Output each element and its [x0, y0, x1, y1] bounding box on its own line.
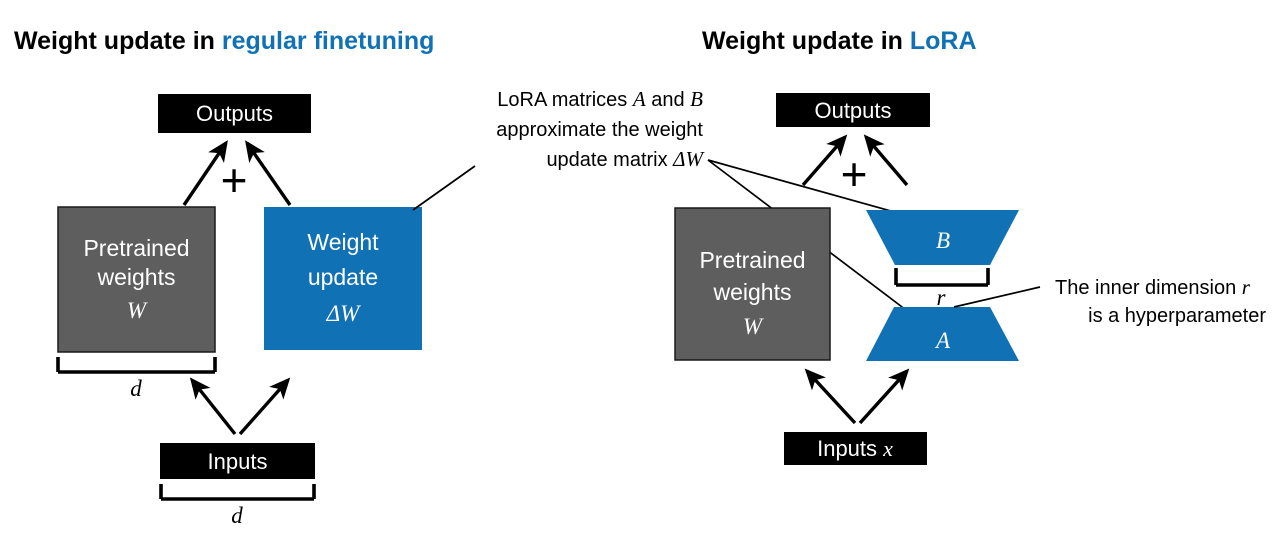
left-pretrained-weights-node: Pretrained weights W [57, 206, 216, 353]
inner-dimension-label: r [937, 285, 947, 310]
left-outputs-node: Outputs [158, 94, 311, 133]
right-title-prefix: Weight update in [702, 27, 910, 55]
right-annotation-line2: is a hyperparameter [1088, 305, 1266, 327]
center-anno-l1a: LoRA matrices [497, 89, 633, 111]
left-plus-sign: + [221, 154, 248, 206]
left-top-dimension-label: d [130, 376, 142, 401]
matrix-b-node: B [866, 210, 1019, 265]
right-pretrained-line2: weights [713, 279, 792, 305]
right-pretrained-weights-box [674, 207, 831, 361]
right-inputs-label: Inputs x [817, 436, 893, 461]
leader-line-to-matrix-b [707, 159, 899, 214]
right-anno-l1a: The inner dimension [1055, 277, 1242, 299]
right-arrow-pretrained-to-outputs [801, 134, 848, 187]
left-weight-update-box [264, 207, 422, 350]
left-update-line2: update [308, 264, 378, 290]
matrix-b-label: B [936, 228, 950, 253]
right-inputs-node: Inputs x [784, 432, 927, 465]
right-inputs-box [784, 432, 927, 465]
left-pretrained-symbol: W [127, 298, 148, 323]
right-pretrained-line1: Pretrained [699, 247, 805, 273]
center-anno-l1c: and [646, 89, 690, 111]
right-panel-title: Weight update in LoRA [702, 27, 977, 55]
left-outputs-label: Outputs [196, 101, 273, 126]
right-inputs-label-symbol: x [882, 436, 893, 461]
matrix-a-node: A [866, 307, 1019, 361]
left-update-symbol: ΔW [326, 301, 361, 326]
right-anno-l1b: r [1242, 275, 1251, 299]
leader-line-to-weight-update [412, 165, 476, 211]
left-inputs-node: Inputs [160, 443, 315, 479]
right-outputs-box [776, 93, 930, 127]
left-bottom-dimension-bracket: d [159, 484, 316, 528]
left-pretrained-line2: weights [97, 264, 176, 290]
left-title-prefix: Weight update in [14, 27, 222, 55]
right-pretrained-symbol: W [743, 314, 764, 339]
center-anno-l3b: ΔW [672, 147, 705, 171]
right-arrow-inputs-to-matrix-a [858, 368, 910, 425]
right-annotation-line1: The inner dimension r [1055, 275, 1251, 299]
center-annotation-line3: update matrix ΔW [546, 147, 705, 171]
left-bottom-dimension-label: d [231, 503, 243, 528]
center-anno-l1b: A [631, 87, 646, 111]
right-pretrained-weights-node: Pretrained weights W [674, 207, 831, 361]
left-inputs-label: Inputs [208, 449, 268, 474]
left-arrow-inputs-to-pretrained [189, 377, 237, 436]
inner-dimension-bracket: r [894, 268, 990, 310]
center-annotation-line1: LoRA matrices A and B [497, 87, 703, 111]
left-inputs-box [160, 443, 315, 479]
center-anno-l1d: B [690, 87, 703, 111]
left-pretrained-weights-box [57, 206, 216, 353]
right-arrow-lora-to-outputs [863, 134, 909, 187]
left-pretrained-line1: Pretrained [83, 235, 189, 261]
right-outputs-label: Outputs [814, 98, 891, 123]
left-arrow-pretrained-to-outputs [182, 140, 228, 206]
leader-line-to-inner-dimension [953, 286, 1041, 308]
left-panel-title: Weight update in regular finetuning [14, 27, 434, 55]
right-title-accent: LoRA [910, 27, 977, 55]
matrix-b-trapezoid [866, 210, 1019, 265]
left-arrow-inputs-to-update [238, 377, 291, 436]
left-weight-update-node: Weight update ΔW [264, 207, 422, 350]
matrix-a-label: A [934, 328, 951, 353]
center-annotation-line2: approximate the weight [496, 119, 703, 141]
right-arrow-inputs-to-pretrained [804, 368, 857, 425]
left-arrow-update-to-outputs [245, 140, 292, 206]
matrix-a-trapezoid [866, 307, 1019, 361]
left-title-accent: regular finetuning [222, 27, 435, 55]
right-annotation: The inner dimension r is a hyperparamete… [1055, 275, 1266, 327]
right-inputs-label-prefix: Inputs [817, 436, 883, 461]
right-outputs-node: Outputs [776, 93, 930, 127]
left-outputs-box [158, 94, 311, 133]
center-anno-l3a: update matrix [546, 149, 673, 171]
left-update-line1: Weight [307, 229, 379, 255]
right-plus-sign: + [841, 148, 868, 200]
left-top-dimension-bracket: d [56, 357, 217, 401]
center-annotation: LoRA matrices A and B approximate the we… [496, 87, 705, 171]
